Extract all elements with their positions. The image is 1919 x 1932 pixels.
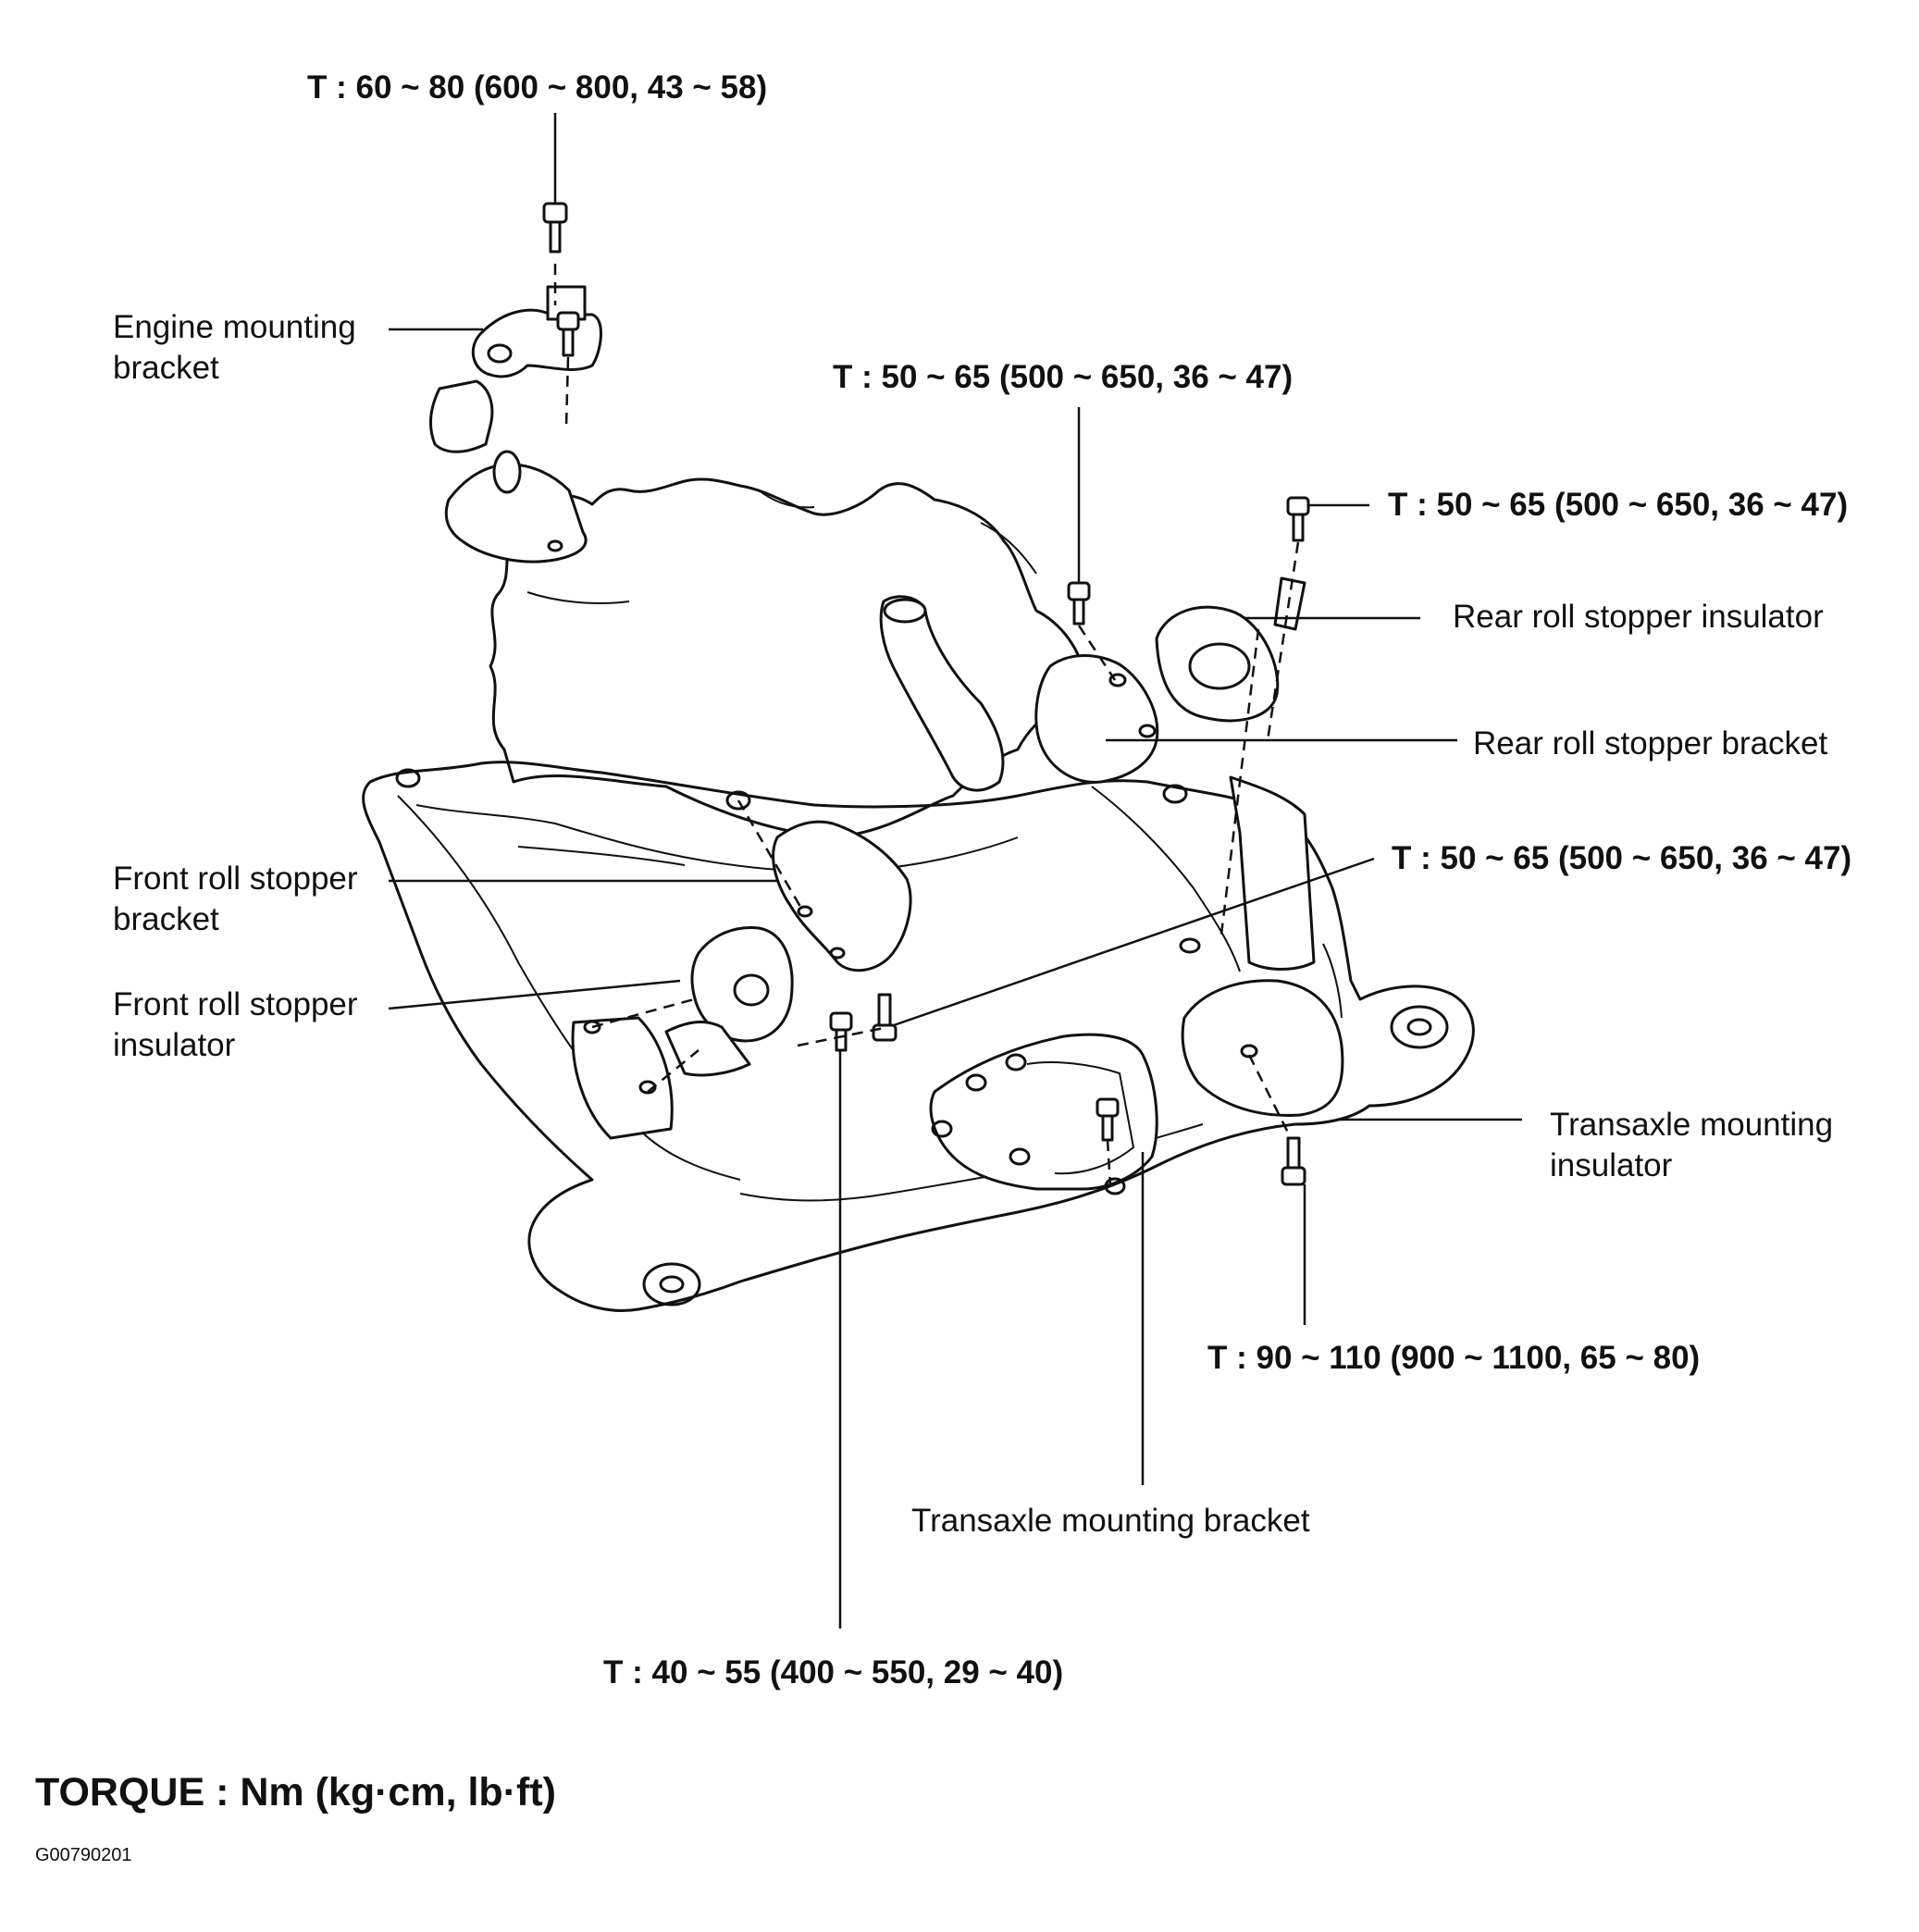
front-roll-stopper-bracket-bolt xyxy=(872,993,898,1042)
rear-roll-stopper-bracket xyxy=(1034,654,1159,784)
leader-front-insulator xyxy=(388,979,681,1010)
front-roll-stopper-bracket xyxy=(772,820,912,972)
figure-id: G00790201 xyxy=(35,1845,132,1865)
label-line: Front roll stopper xyxy=(113,861,358,897)
rear-roll-stopper-insulator xyxy=(1155,605,1280,723)
torque-label-front-insulator: T : 40 ~ 55 (400 ~ 550, 29 ~ 40) xyxy=(603,1654,1064,1690)
label-line: Transaxle mounting xyxy=(1550,1107,1834,1143)
rear-roll-stopper-bracket-bolt xyxy=(1067,581,1091,625)
transaxle-insulator-bolt xyxy=(1281,1136,1306,1186)
label-line: insulator xyxy=(1550,1147,1673,1183)
front-roll-stopper-insulator-bolt xyxy=(829,1011,853,1052)
label-front-roll-stopper-bracket: Front roll stopper bracket xyxy=(113,859,358,940)
rear-roll-stopper-insulator-bolt xyxy=(1286,496,1310,542)
front-roll-stopper-insulator xyxy=(690,925,794,1043)
subframe-outline xyxy=(362,761,1475,1312)
torque-label-transaxle-insulator: T : 90 ~ 110 (900 ~ 1100, 65 ~ 80) xyxy=(1207,1340,1701,1376)
label-rear-roll-stopper-bracket: Rear roll stopper bracket xyxy=(1473,725,1828,762)
torque-label-rear-insulator: T : 50 ~ 65 (500 ~ 650, 36 ~ 47) xyxy=(1388,487,1849,523)
transaxle-mounting-insulator xyxy=(1181,979,1344,1117)
label-line: bracket xyxy=(113,350,219,386)
label-line: Engine mounting xyxy=(113,309,356,345)
label-transaxle-mounting-insulator: Transaxle mounting insulator xyxy=(1550,1105,1833,1186)
label-front-roll-stopper-insulator: Front roll stopper insulator xyxy=(113,985,358,1066)
engine-outline xyxy=(489,477,1084,839)
label-line: Front roll stopper xyxy=(113,986,358,1022)
label-rear-roll-stopper-insulator: Rear roll stopper insulator xyxy=(1453,599,1824,635)
torque-label-engine-mount: T : 60 ~ 80 (600 ~ 800, 43 ~ 58) xyxy=(307,69,768,105)
label-line: insulator xyxy=(113,1027,236,1063)
torque-units-legend: TORQUE : Nm (kg·cm, lb·ft) xyxy=(35,1770,556,1814)
leader-front-bracket-bolt xyxy=(893,857,1375,1027)
label-transaxle-mounting-bracket: Transaxle mounting bracket xyxy=(911,1503,1310,1539)
label-line: bracket xyxy=(113,901,219,937)
torque-label-front-bracket: T : 50 ~ 65 (500 ~ 650, 36 ~ 47) xyxy=(1392,840,1852,876)
transaxle-mounting-bracket xyxy=(929,1033,1158,1191)
torque-label-rear-bracket: T : 50 ~ 65 (500 ~ 650, 36 ~ 47) xyxy=(833,359,1294,395)
engine-mount-bolt xyxy=(542,202,568,254)
label-engine-mounting-bracket: Engine mounting bracket xyxy=(113,307,356,389)
